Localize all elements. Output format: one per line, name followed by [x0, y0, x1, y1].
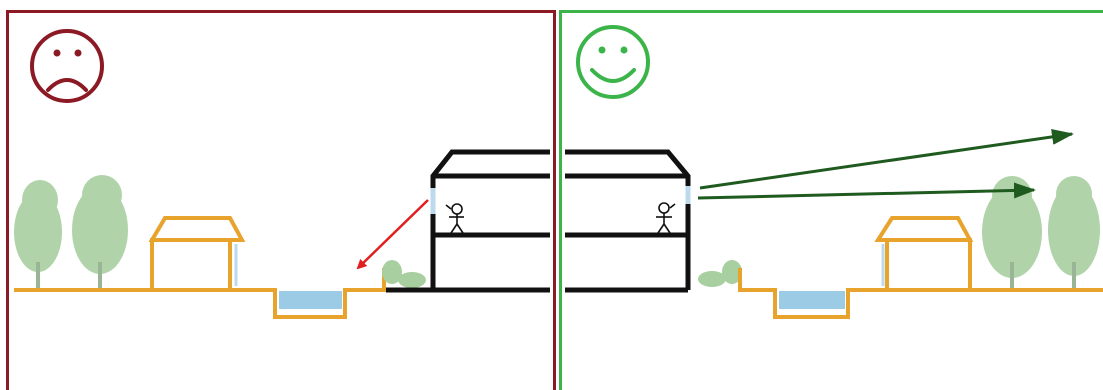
ground-right: [738, 268, 1103, 319]
view-arrow-sky: [699, 128, 1074, 190]
building-right-half: [565, 149, 691, 293]
sad-face-icon: [30, 29, 104, 103]
shrub-right: [698, 260, 742, 287]
shrub-left: [382, 260, 426, 288]
neighbor-house-right: [874, 216, 974, 288]
view-arrow-horizon: [697, 182, 1036, 200]
positive-example-panel: [559, 10, 1103, 390]
smiley-face-icon: [576, 25, 650, 99]
trees-right: [982, 176, 1100, 288]
person-right: [656, 202, 676, 234]
person-left: [445, 203, 464, 234]
ground-left: [14, 268, 386, 319]
trees-left: [14, 175, 128, 288]
negative-example-panel: [6, 10, 556, 390]
view-arrow-down: [356, 199, 429, 270]
neighbor-house-left: [148, 216, 246, 288]
building-left-half: [386, 149, 550, 293]
